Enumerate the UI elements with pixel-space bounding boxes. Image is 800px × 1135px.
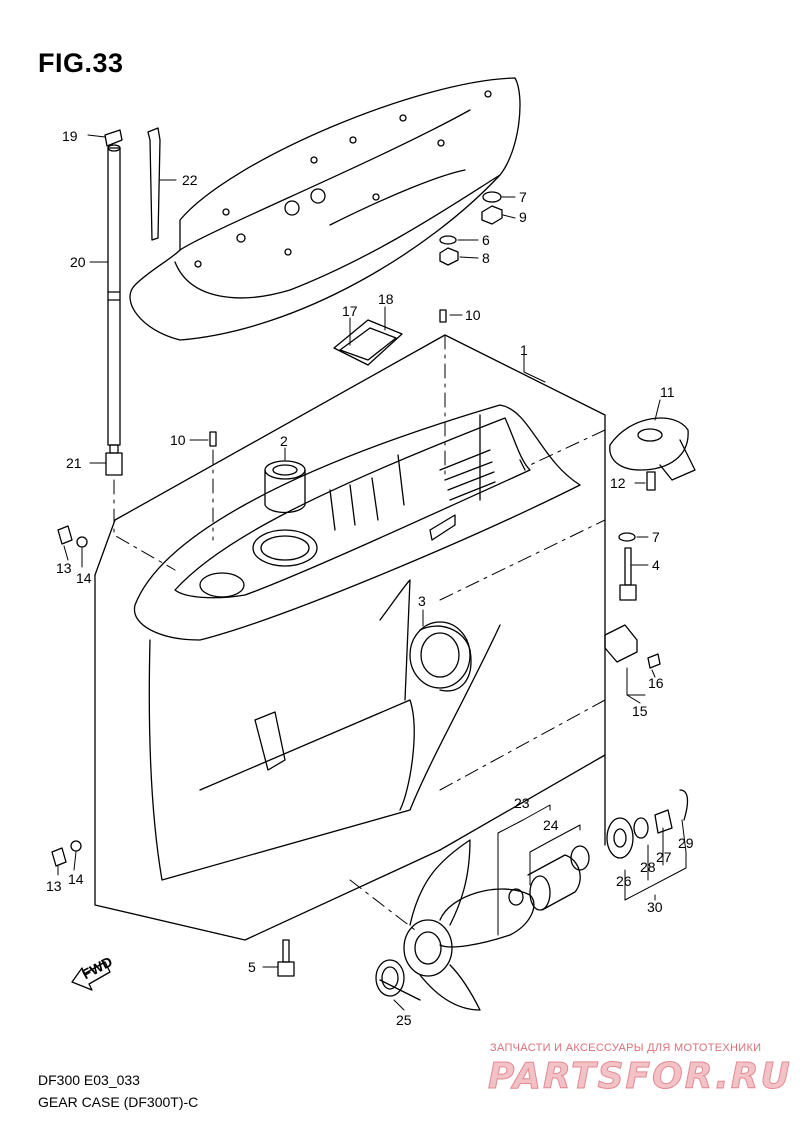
callout-labels: 1 2 3 4 5 6 7 7 8 9 10 10 11 12 13 13 14… (46, 128, 694, 1028)
cover-plate (333, 319, 403, 366)
callout-12: 12 (610, 475, 626, 491)
callout-20: 20 (70, 254, 86, 270)
dashed-assembly-lines (113, 334, 606, 931)
callout-6: 6 (482, 232, 490, 248)
callout-2: 2 (280, 433, 288, 449)
cable-tie (147, 127, 161, 241)
drain-plugs (51, 525, 88, 867)
caption-model-code: DF300 E03_033 (38, 1072, 140, 1088)
assembly-box-outline (94, 334, 606, 941)
washers-nuts (209, 191, 503, 447)
leader-lines (57, 134, 687, 1011)
watermark-tagline: ЗАПЧАСТИ И АКСЕССУАРЫ ДЛЯ МОТОТЕХНИКИ (490, 1042, 762, 1054)
fwd-arrow-icon (71, 961, 111, 991)
callout-11: 11 (660, 384, 675, 400)
spacer-bushing (508, 845, 590, 911)
callout-16: 16 (648, 675, 664, 691)
callout-15: 15 (632, 703, 648, 719)
anode-15 (604, 624, 661, 669)
callout-18: 18 (378, 291, 394, 307)
callout-1: 1 (520, 342, 528, 358)
callout-19: 19 (62, 128, 78, 144)
callout-22: 22 (182, 172, 198, 188)
callout-9: 9 (519, 209, 527, 225)
callout-7a: 7 (519, 189, 527, 205)
shift-rod (104, 129, 123, 476)
propeller (379, 839, 535, 1011)
bolt-5 (277, 939, 295, 977)
callout-13b: 13 (46, 878, 62, 894)
figure-title: FIG.33 (38, 48, 124, 78)
callout-4: 4 (652, 557, 660, 573)
gear-case-lower-housing (148, 579, 501, 881)
callout-13a: 13 (56, 560, 72, 576)
callout-7b: 7 (652, 529, 660, 545)
callout-10b: 10 (170, 432, 186, 448)
callout-3: 3 (418, 593, 426, 609)
bolt-4 (618, 532, 637, 601)
callout-14a: 14 (76, 570, 92, 586)
callout-30: 30 (647, 899, 663, 915)
callout-24: 24 (543, 817, 559, 833)
callout-25: 25 (396, 1012, 412, 1028)
anti-cavitation-plate (129, 77, 521, 341)
callout-10a: 10 (465, 307, 481, 323)
propeller-nut-set (606, 789, 689, 859)
trim-tab-anode (609, 417, 696, 491)
watermark-brand: PARTSFOR.RU (488, 1056, 792, 1098)
callout-21: 21 (66, 455, 82, 471)
callout-14b: 14 (68, 871, 84, 887)
caption-name: GEAR CASE (DF300T)-C (38, 1094, 199, 1110)
gear-case-deck (133, 404, 581, 641)
callout-27: 27 (656, 849, 672, 865)
callout-26: 26 (616, 873, 632, 889)
callout-8: 8 (482, 250, 490, 266)
callout-23: 23 (514, 795, 530, 811)
callout-5: 5 (248, 959, 256, 975)
callout-17: 17 (342, 303, 358, 319)
callout-29: 29 (678, 835, 694, 851)
callout-28: 28 (640, 859, 656, 875)
thrust-ring (375, 959, 405, 997)
